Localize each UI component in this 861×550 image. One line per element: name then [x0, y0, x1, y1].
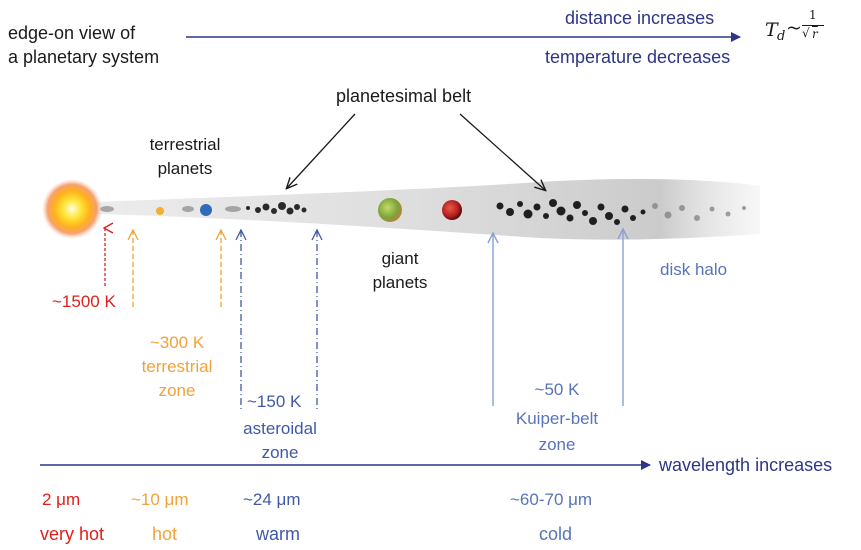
zone-1500k-temperature: ~1500 K — [52, 292, 116, 311]
zone-300k-name-2: zone — [158, 381, 196, 400]
temperature-axis-label: temperature decreases — [545, 47, 731, 67]
dust-disk — [95, 179, 760, 240]
regime-hot: hot — [152, 524, 178, 544]
terrestrial-planets-label-1: terrestrial — [149, 135, 221, 154]
belt-pointer-outer — [459, 113, 545, 190]
formula-lhs-base: T — [765, 19, 778, 41]
wavelength-tick-warm: ~24 μm — [243, 490, 301, 509]
zone-50k-name-1: Kuiper-belt — [515, 409, 599, 428]
distance-axis-label: distance increases — [565, 8, 715, 28]
formula-relation: ~ — [786, 17, 802, 39]
disk-halo-label: disk halo — [660, 260, 728, 279]
wavelength-tick-cold: ~60-70 μm — [510, 490, 593, 509]
planetesimal-belt-label: planetesimal belt — [336, 86, 472, 106]
star — [42, 179, 102, 239]
marker-300k — [127, 228, 227, 310]
giant-planet-1 — [378, 198, 402, 222]
formula-fraction-bar — [802, 25, 824, 26]
regime-warm: warm — [256, 524, 300, 544]
formula-lhs-sub: d — [777, 29, 786, 44]
terrestrial-planet-1 — [156, 207, 164, 215]
regime-very-hot: very hot — [40, 524, 105, 544]
giant-planet-2 — [442, 200, 462, 220]
wavelength-axis-label: wavelength increases — [659, 455, 833, 475]
zone-150k-temperature: ~150 K — [247, 392, 302, 411]
zone-50k-temperature: ~50 K — [534, 380, 580, 399]
formula-numerator: 1 — [809, 8, 817, 22]
belt-pointer-inner — [287, 113, 356, 188]
marker-150k — [235, 228, 323, 410]
header-title-line2: a planetary system — [8, 47, 160, 67]
wavelength-tick-hot: ~10 μm — [131, 490, 189, 509]
terrestrial-planets-label-2: planets — [157, 159, 213, 178]
giant-planets-label-1: giant — [381, 249, 419, 268]
wavelength-tick-very-hot: 2 μm — [42, 490, 81, 509]
zone-50k-name-2: zone — [538, 435, 576, 454]
terrestrial-planet-2 — [200, 204, 212, 216]
header-title-line1: edge-on view of — [8, 23, 136, 43]
zone-300k-temperature: ~300 K — [149, 333, 205, 352]
giant-planets-label-2: planets — [372, 273, 428, 292]
zone-150k-name-1: asteroidal — [243, 419, 317, 438]
formula-denominator-var: r — [812, 27, 818, 41]
regime-cold: cold — [539, 524, 573, 544]
zone-150k-name-2: zone — [261, 443, 299, 462]
zone-300k-name-1: terrestrial — [141, 357, 213, 376]
marker-50k — [487, 227, 629, 406]
formula-radical: √ — [802, 26, 810, 40]
